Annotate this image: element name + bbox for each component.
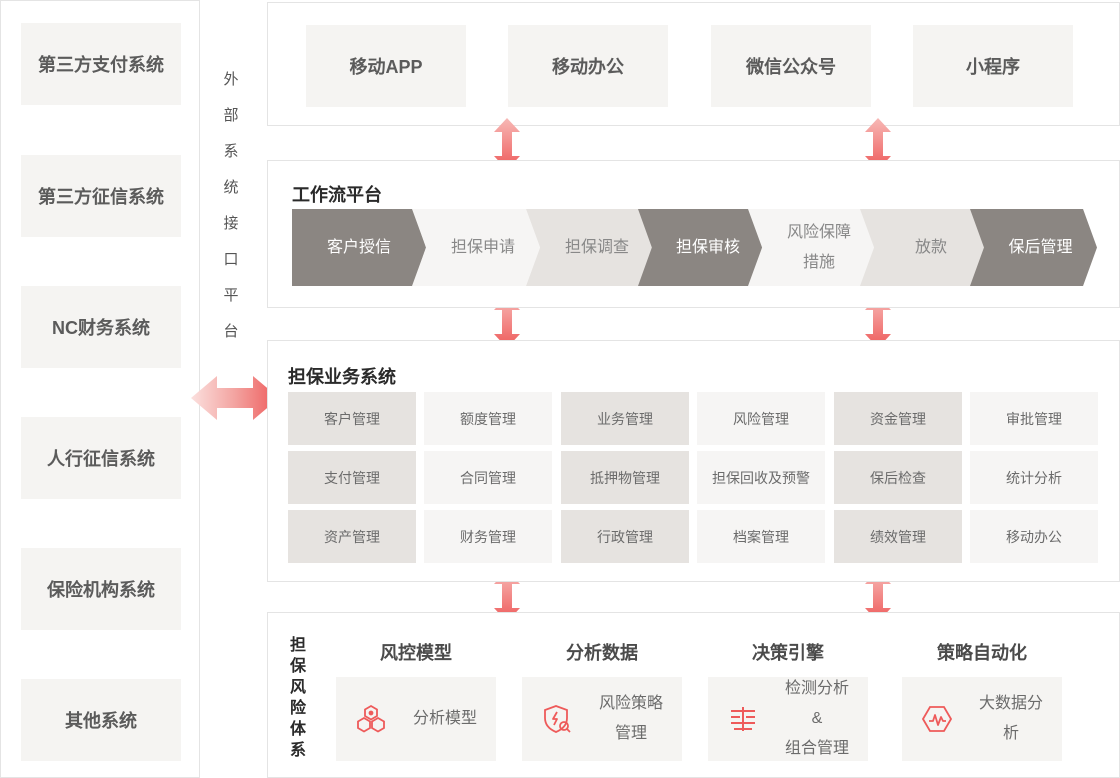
module-item: 行政管理: [561, 510, 689, 563]
channel-item: 移动办公: [508, 25, 668, 107]
workflow-title: 工作流平台: [292, 185, 382, 205]
workflow-step: 保后管理: [970, 209, 1097, 286]
workflow-step: 风险保障 措施: [748, 209, 876, 286]
label-char: 体: [289, 721, 306, 738]
workflow-step: 放款: [860, 209, 988, 286]
label-char: 险: [289, 700, 306, 717]
risk-card-label: 分析模型: [412, 710, 477, 727]
step-label: 客户授信: [326, 238, 391, 256]
bidirectional-vertical-arrow: [494, 296, 520, 348]
bidirectional-vertical-arrow: [494, 118, 520, 170]
module-item: 绩效管理: [834, 510, 962, 563]
step-label: 风险保障: [786, 223, 851, 241]
workflow-step: 担保调查: [526, 209, 654, 286]
module-item: 支付管理: [288, 451, 416, 504]
risk-card-label: 检测分析& 组合管理: [780, 674, 868, 764]
label-char: 接: [223, 215, 239, 232]
bidirectional-vertical-arrow: [865, 118, 891, 170]
external-system-item: NC财务系统: [21, 286, 181, 368]
risk-card-label: 风险策略 管理: [594, 689, 682, 749]
module-item: 移动办公: [970, 510, 1098, 563]
label-char: 担: [289, 637, 306, 654]
label-char: 保: [289, 658, 306, 675]
risk-column-title: 策略自动化: [937, 643, 1027, 663]
module-item: 客户管理: [288, 392, 416, 445]
cubes-icon: [354, 702, 388, 736]
bidirectional-vertical-arrow: [494, 570, 520, 622]
risk-card-label-line: 组合管理: [784, 740, 849, 757]
module-item: 合同管理: [424, 451, 552, 504]
module-item: 保后检查: [834, 451, 962, 504]
module-item: 统计分析: [970, 451, 1098, 504]
business-title: 担保业务系统: [288, 367, 396, 387]
module-item: 抵押物管理: [561, 451, 689, 504]
business-system-panel: 担保业务系统 客户管理 额度管理 业务管理 风险管理 资金管理 审批管理 支付管…: [267, 340, 1120, 582]
label-char: 台: [223, 323, 239, 340]
external-system-item: 其他系统: [21, 679, 181, 761]
channels-panel: 移动APP 移动办公 微信公众号 小程序: [267, 2, 1120, 126]
channel-item: 小程序: [913, 25, 1073, 107]
external-system-item: 第三方支付系统: [21, 23, 181, 105]
label-char: 平: [223, 287, 239, 304]
risk-column-title: 分析数据: [566, 643, 638, 663]
channel-item: 微信公众号: [711, 25, 871, 107]
risk-system-label: 担 保 风 险 体 系: [288, 635, 308, 761]
workflow-platform-panel: 工作流平台 客户授信 担保申请 担保调查 担保审核 风险保障 措施 放款 保后管…: [267, 160, 1120, 308]
label-char: 系: [223, 143, 239, 160]
external-systems-panel: 第三方支付系统 第三方征信系统 NC财务系统 人行征信系统 保险机构系统 其他系…: [0, 0, 200, 778]
workflow-step: 担保申请: [412, 209, 540, 286]
bidirectional-vertical-arrow: [865, 570, 891, 622]
step-label: 保后管理: [1008, 238, 1073, 256]
module-item: 档案管理: [697, 510, 825, 563]
label-char: 口: [223, 251, 239, 268]
risk-card-label-line: 管理: [614, 725, 647, 742]
risk-card-label: 大数据分析: [978, 695, 1043, 742]
risk-system-panel: 担 保 风 险 体 系 风控模型 分析数据 决策引擎 策略自动化 分析模型: [267, 612, 1120, 778]
module-item: 风险管理: [697, 392, 825, 445]
label-char: 部: [223, 107, 239, 124]
risk-card-label-line: 检测分析&: [784, 680, 849, 727]
external-system-item: 第三方征信系统: [21, 155, 181, 237]
risk-column-title: 决策引擎: [752, 643, 824, 663]
external-system-item: 人行征信系统: [21, 417, 181, 499]
risk-column-title: 风控模型: [380, 643, 452, 663]
label-char: 系: [289, 742, 306, 759]
risk-card: 大数据分析: [902, 677, 1062, 761]
module-item: 业务管理: [561, 392, 689, 445]
module-item: 审批管理: [970, 392, 1098, 445]
step-label: 担保申请: [450, 238, 515, 256]
label-char: 外: [223, 71, 239, 88]
module-item: 额度管理: [424, 392, 552, 445]
risk-card-label-line: 风险策略: [598, 695, 663, 712]
step-label: 担保调查: [564, 238, 629, 256]
label-char: 风: [289, 679, 306, 696]
flowchart-icon: [726, 702, 760, 736]
module-item: 资金管理: [834, 392, 962, 445]
step-label: 放款: [914, 238, 947, 256]
step-label: 措施: [802, 253, 835, 271]
module-item: 财务管理: [424, 510, 552, 563]
module-item: 资产管理: [288, 510, 416, 563]
workflow-step: 客户授信: [292, 209, 426, 286]
bidirectional-vertical-arrow: [865, 296, 891, 348]
external-system-item: 保险机构系统: [21, 548, 181, 630]
external-interface-platform-label: 外 部 系 统 接 口 平 台: [221, 62, 241, 350]
risk-card: 风险策略 管理: [522, 677, 682, 761]
risk-card: 分析模型: [336, 677, 496, 761]
risk-card: 检测分析& 组合管理: [708, 677, 868, 761]
channel-item: 移动APP: [306, 25, 466, 107]
shield-search-icon: [540, 702, 574, 736]
step-label: 担保审核: [675, 238, 740, 256]
workflow-step: 担保审核: [638, 209, 764, 286]
pulse-hexagon-icon: [920, 702, 954, 736]
label-char: 统: [223, 179, 239, 196]
module-item: 担保回收及预警: [697, 451, 825, 504]
bidirectional-horizontal-arrow: [191, 376, 279, 420]
